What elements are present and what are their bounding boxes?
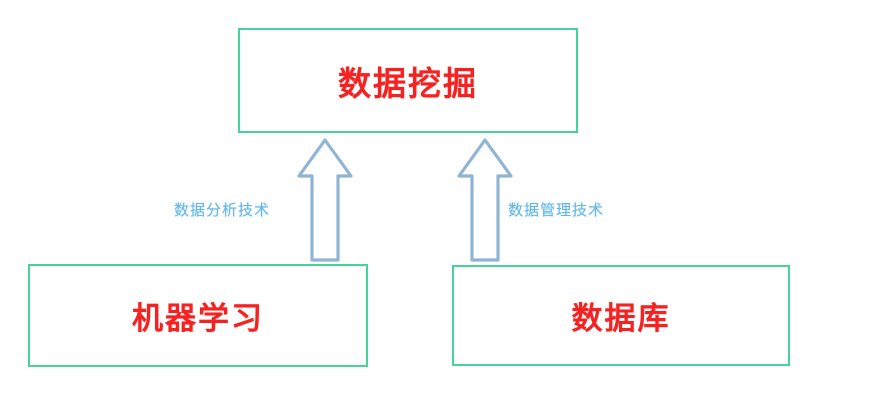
node-label-database: 数据库 [571, 301, 671, 336]
node-label-machine-learning: 机器学习 [132, 301, 264, 336]
edge-label-data-analysis-technology: 数据分析技术 [174, 202, 271, 219]
node-box-database[interactable]: 数据库 [452, 265, 790, 366]
up-arrow-icon-ml-to-dm [295, 136, 355, 264]
edge-label-data-management-technology: 数据管理技术 [508, 202, 605, 219]
node-box-machine-learning[interactable]: 机器学习 [28, 264, 368, 367]
node-label-data-mining: 数据挖掘 [338, 64, 478, 102]
node-box-data-mining[interactable]: 数据挖掘 [238, 28, 578, 133]
arrow-shape [457, 138, 513, 262]
arrow-shape [297, 138, 353, 262]
up-arrow-icon-db-to-dm [455, 136, 515, 264]
